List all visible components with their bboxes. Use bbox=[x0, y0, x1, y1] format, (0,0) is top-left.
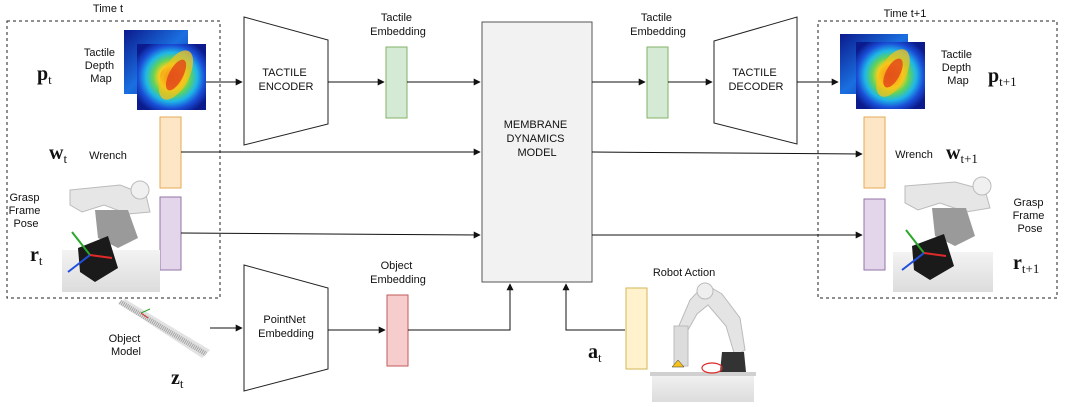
robot-action-image bbox=[650, 282, 756, 402]
pose-bar-output bbox=[863, 198, 886, 271]
connector-arrows bbox=[180, 78, 863, 334]
time-t-label: Time t bbox=[93, 3, 123, 15]
grasp-frame-pose-label-right: Grasp Frame Pose bbox=[1013, 197, 1048, 235]
tactile-decoder-block bbox=[713, 16, 798, 145]
action-bar bbox=[625, 287, 648, 370]
pointnet-embedding-label: PointNet Embedding bbox=[258, 314, 314, 340]
z-t-symbol: zt bbox=[171, 367, 184, 391]
tactile-embedding-input-label: Tactile Embedding bbox=[370, 12, 426, 38]
membrane-dynamics-model-block bbox=[481, 21, 593, 283]
tactile-depth-map-label-right: Tactile Depth Map bbox=[941, 49, 975, 87]
object-model-pointcloud bbox=[118, 299, 210, 358]
tactile-decoder-label: TACTILE DECODER bbox=[728, 67, 783, 93]
r-t-symbol: rt bbox=[30, 244, 43, 268]
tactile-encoder-label: TACTILE ENCODER bbox=[258, 67, 313, 93]
wrench-bar-output bbox=[863, 116, 886, 189]
object-model-label: Object Model bbox=[109, 333, 144, 358]
membrane-dynamics-model-label: MEMBRANE DYNAMICS MODEL bbox=[504, 119, 571, 159]
time-t1-label: Time t+1 bbox=[884, 8, 927, 20]
pose-bar-input bbox=[159, 196, 182, 271]
r-t1-symbol: rt+1 bbox=[1013, 252, 1039, 276]
tactile-depth-map-input bbox=[124, 30, 206, 110]
pointnet-embedding-block bbox=[243, 264, 329, 392]
wrench-bar-input bbox=[159, 116, 182, 189]
time-t-panel bbox=[6, 20, 221, 299]
tactile-depth-map-output bbox=[840, 34, 925, 109]
tactile-embedding-output-label: Tactile Embedding bbox=[630, 12, 686, 38]
object-embedding-label: Object Embedding bbox=[370, 260, 426, 286]
wrench-label-right: Wrench bbox=[895, 149, 933, 161]
grasp-robot-image-left bbox=[62, 180, 160, 292]
a-t-symbol: at bbox=[588, 341, 602, 365]
p-t1-symbol: pt+1 bbox=[988, 65, 1017, 89]
wrench-label-left: Wrench bbox=[89, 150, 127, 162]
grasp-robot-image-right bbox=[893, 176, 993, 292]
tactile-embedding-input-block bbox=[385, 46, 408, 119]
w-t1-symbol: wt+1 bbox=[946, 142, 978, 166]
tactile-embedding-output-block bbox=[646, 46, 669, 119]
p-t-symbol: pt bbox=[37, 63, 52, 87]
tactile-encoder-block bbox=[243, 16, 329, 146]
grasp-frame-pose-label-left: Grasp Frame Pose bbox=[9, 192, 44, 230]
tactile-depth-map-label-left: Tactile Depth Map bbox=[84, 47, 118, 85]
object-embedding-block bbox=[386, 294, 409, 367]
robot-action-label: Robot Action bbox=[653, 267, 715, 279]
w-t-symbol: wt bbox=[49, 142, 67, 166]
